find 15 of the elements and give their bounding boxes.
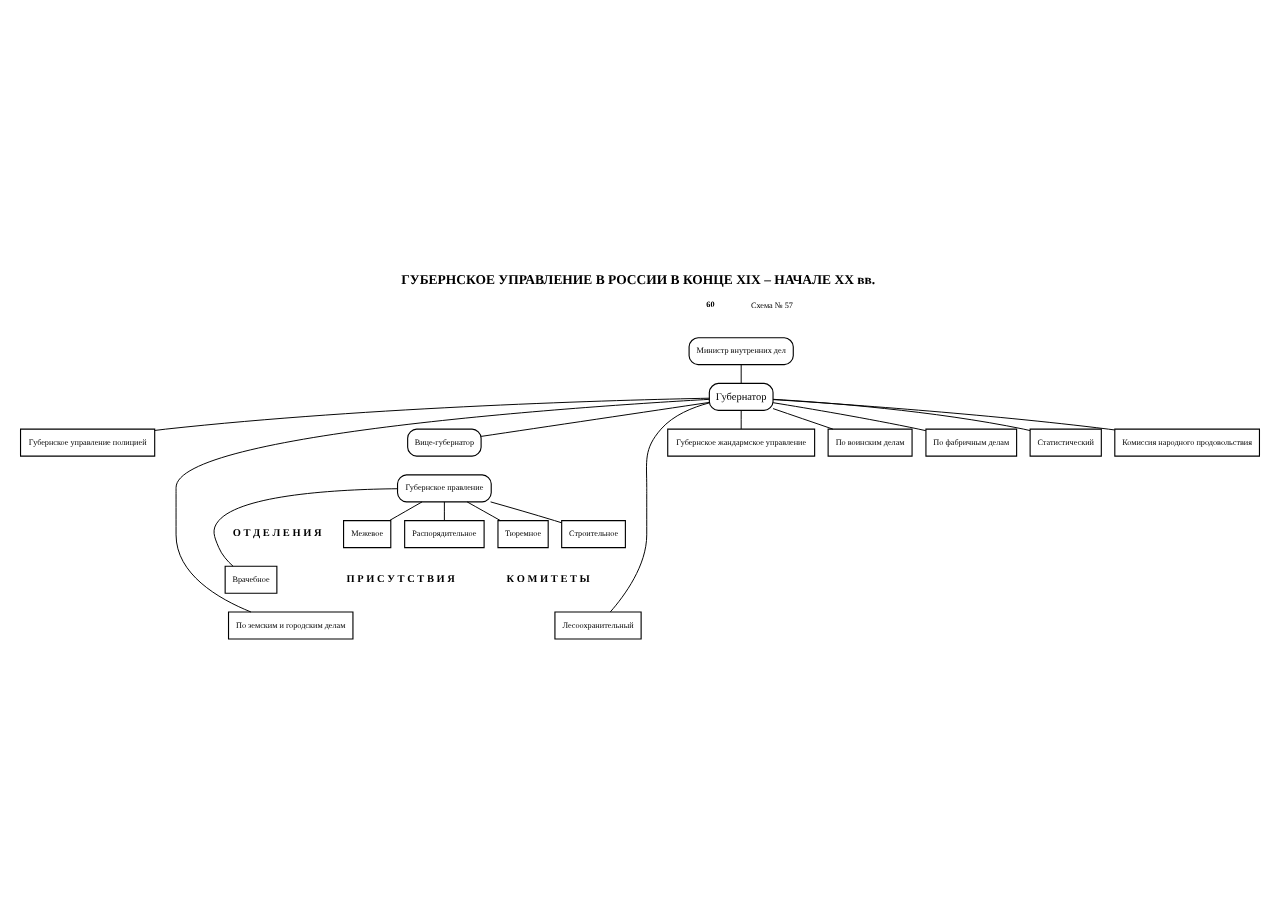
connector (443, 500, 445, 520)
connector (609, 401, 710, 612)
connector (740, 363, 742, 383)
connector (772, 397, 1031, 431)
connector (388, 500, 423, 521)
connector (740, 408, 742, 429)
connector (772, 398, 1116, 430)
connector (772, 401, 927, 431)
connector (490, 500, 563, 523)
connector (175, 397, 710, 612)
connector (466, 500, 501, 521)
connector (154, 396, 710, 430)
connector (213, 487, 398, 566)
connector (772, 407, 834, 429)
connector (480, 400, 710, 436)
